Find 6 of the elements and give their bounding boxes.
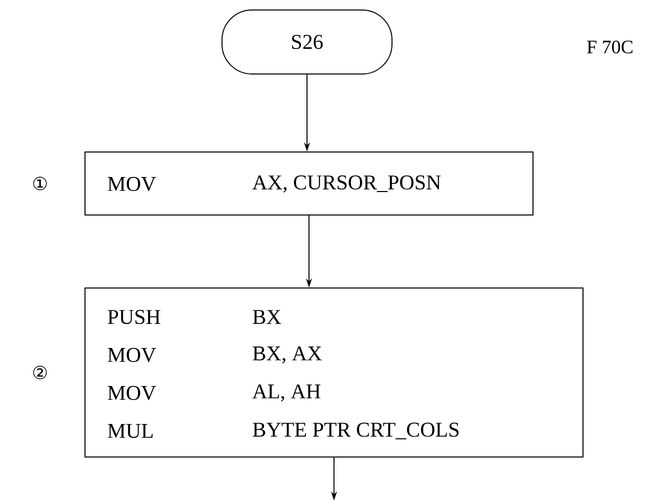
process-box: PUSH BX MOV BX, AX MOV AL, AH MUL BYTE PTR CRT_COLS [84,288,584,458]
step-number: ① [33,176,47,190]
process-box: MOV AX, CURSOR_POSN [84,152,534,216]
terminal-box: S26 [222,10,392,74]
step-number: ② [33,366,47,380]
page-address: F 70C [587,40,632,54]
